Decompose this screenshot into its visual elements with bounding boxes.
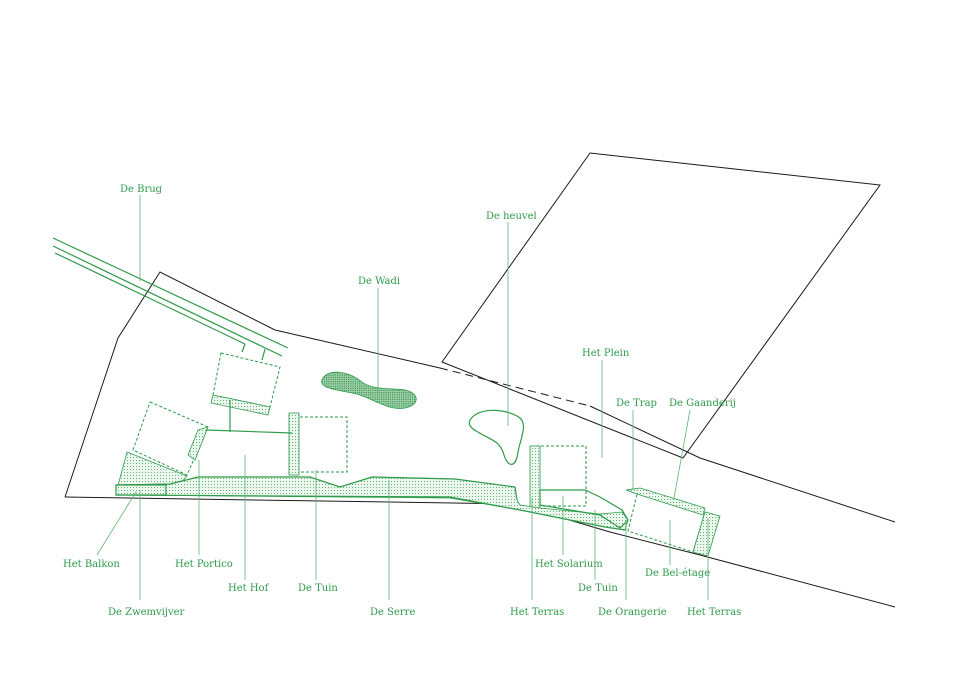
building-beletage [625, 487, 721, 557]
building-upper [210, 352, 281, 416]
labels: De Brug De heuvel De Wadi Het Plein De T… [63, 184, 741, 618]
label-zwemvijver: De Zwemvijver [108, 607, 185, 618]
label-terras-1: Het Terras [510, 607, 564, 618]
label-heuvel: De heuvel [486, 211, 537, 222]
label-terras-2: Het Terras [687, 607, 741, 618]
building-solarium [529, 445, 587, 509]
label-beletage: De Bel-étage [645, 568, 710, 579]
label-brug: De Brug [120, 184, 163, 195]
heuvel-shape [468, 409, 525, 465]
label-serre: De Serre [370, 607, 415, 618]
label-plein: Het Plein [582, 348, 630, 359]
wadi-shape [321, 371, 417, 409]
label-tuin-1: De Tuin [298, 583, 338, 594]
label-wadi: De Wadi [358, 276, 400, 287]
bridge [52, 237, 289, 361]
park-boundary [441, 152, 881, 459]
label-orangerie: De Orangerie [598, 607, 667, 618]
label-hof: Het Hof [228, 583, 270, 594]
label-trap: De Trap [616, 398, 657, 409]
label-tuin-2: De Tuin [578, 583, 618, 594]
label-balkon: Het Balkon [63, 559, 120, 570]
label-gaanderij: De Gaanderij [669, 398, 736, 409]
label-solarium: Het Solarium [535, 559, 603, 570]
leader-lines [96, 195, 709, 600]
site-boundary [64, 271, 896, 608]
serre-strip [115, 476, 629, 531]
label-portico: Het Portico [175, 559, 233, 570]
building-tuin [288, 412, 348, 476]
